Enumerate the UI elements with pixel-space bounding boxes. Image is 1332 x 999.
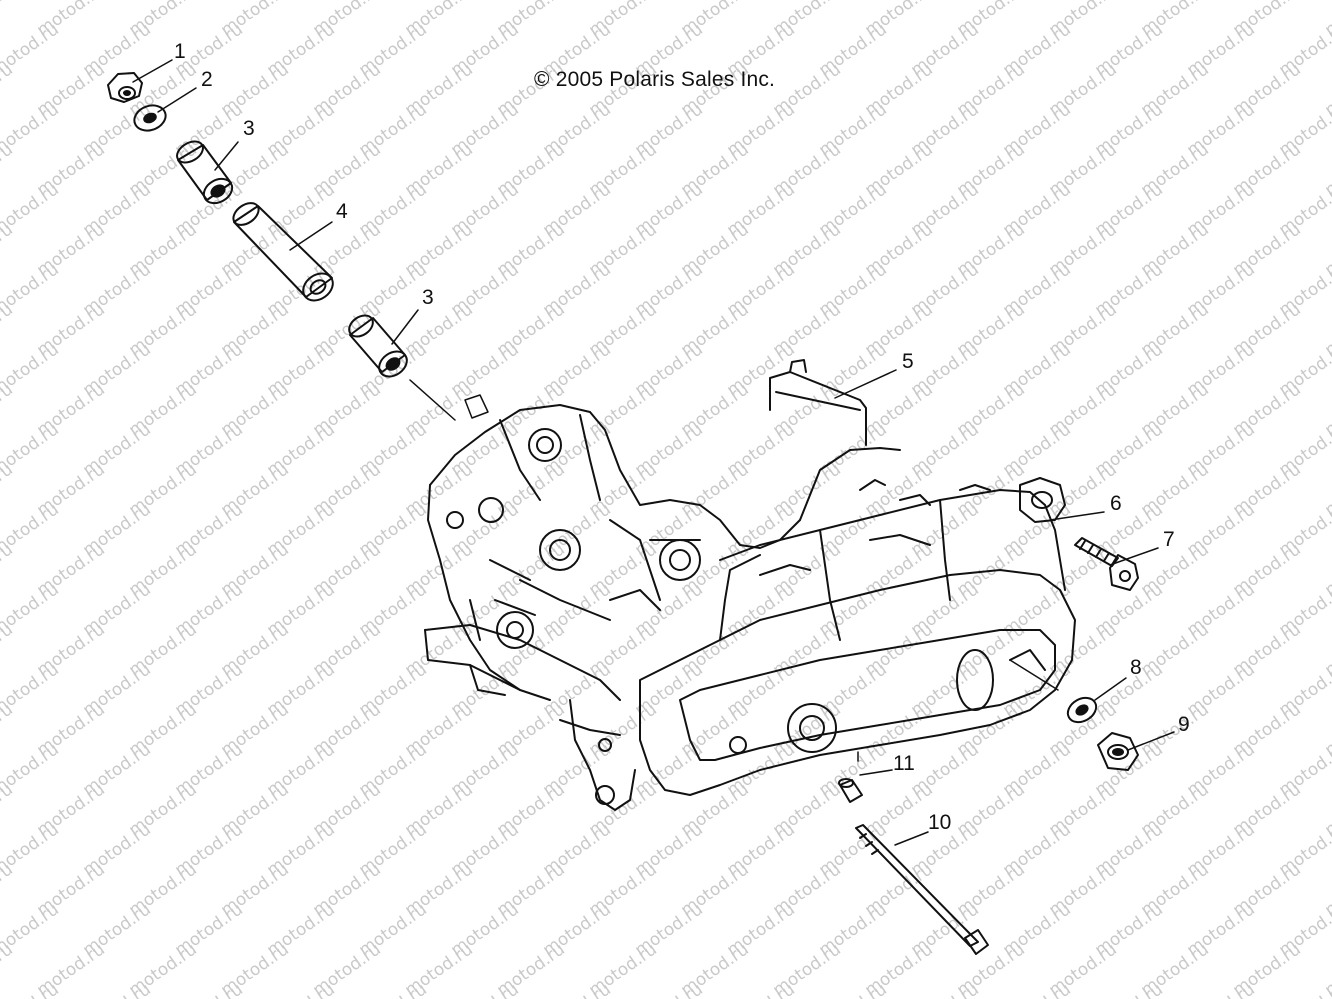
engine-crankcase bbox=[424, 404, 1076, 811]
part-4-sleeve bbox=[232, 202, 334, 302]
part-1-nut bbox=[107, 72, 143, 103]
callout-6: 6 bbox=[1110, 492, 1122, 515]
callout-2: 2 bbox=[201, 68, 213, 91]
part-7-bolt bbox=[1074, 537, 1139, 591]
callout-3-lower: 3 bbox=[422, 286, 434, 309]
part-5-bracket bbox=[769, 359, 867, 446]
part-3-bushing-lower bbox=[348, 314, 408, 378]
callout-1: 1 bbox=[174, 40, 186, 63]
part-2-washer bbox=[133, 104, 167, 132]
callout-8: 8 bbox=[1130, 656, 1142, 679]
part-3-bushing-upper bbox=[176, 140, 234, 205]
callout-9: 9 bbox=[1178, 713, 1190, 736]
callout-5: 5 bbox=[902, 350, 914, 373]
callout-10: 10 bbox=[928, 811, 952, 834]
part-10-stud bbox=[855, 824, 989, 955]
callout-11: 11 bbox=[893, 752, 915, 775]
part-8-washer bbox=[1066, 696, 1098, 724]
callout-3-upper: 3 bbox=[243, 117, 255, 140]
copyright-notice: © 2005 Polaris Sales Inc. bbox=[534, 68, 776, 91]
part-11-sleeve bbox=[838, 778, 863, 803]
leader-lines bbox=[132, 59, 1175, 846]
callout-4: 4 bbox=[336, 200, 348, 223]
part-9-nut bbox=[1097, 732, 1139, 771]
callout-7: 7 bbox=[1163, 528, 1175, 551]
